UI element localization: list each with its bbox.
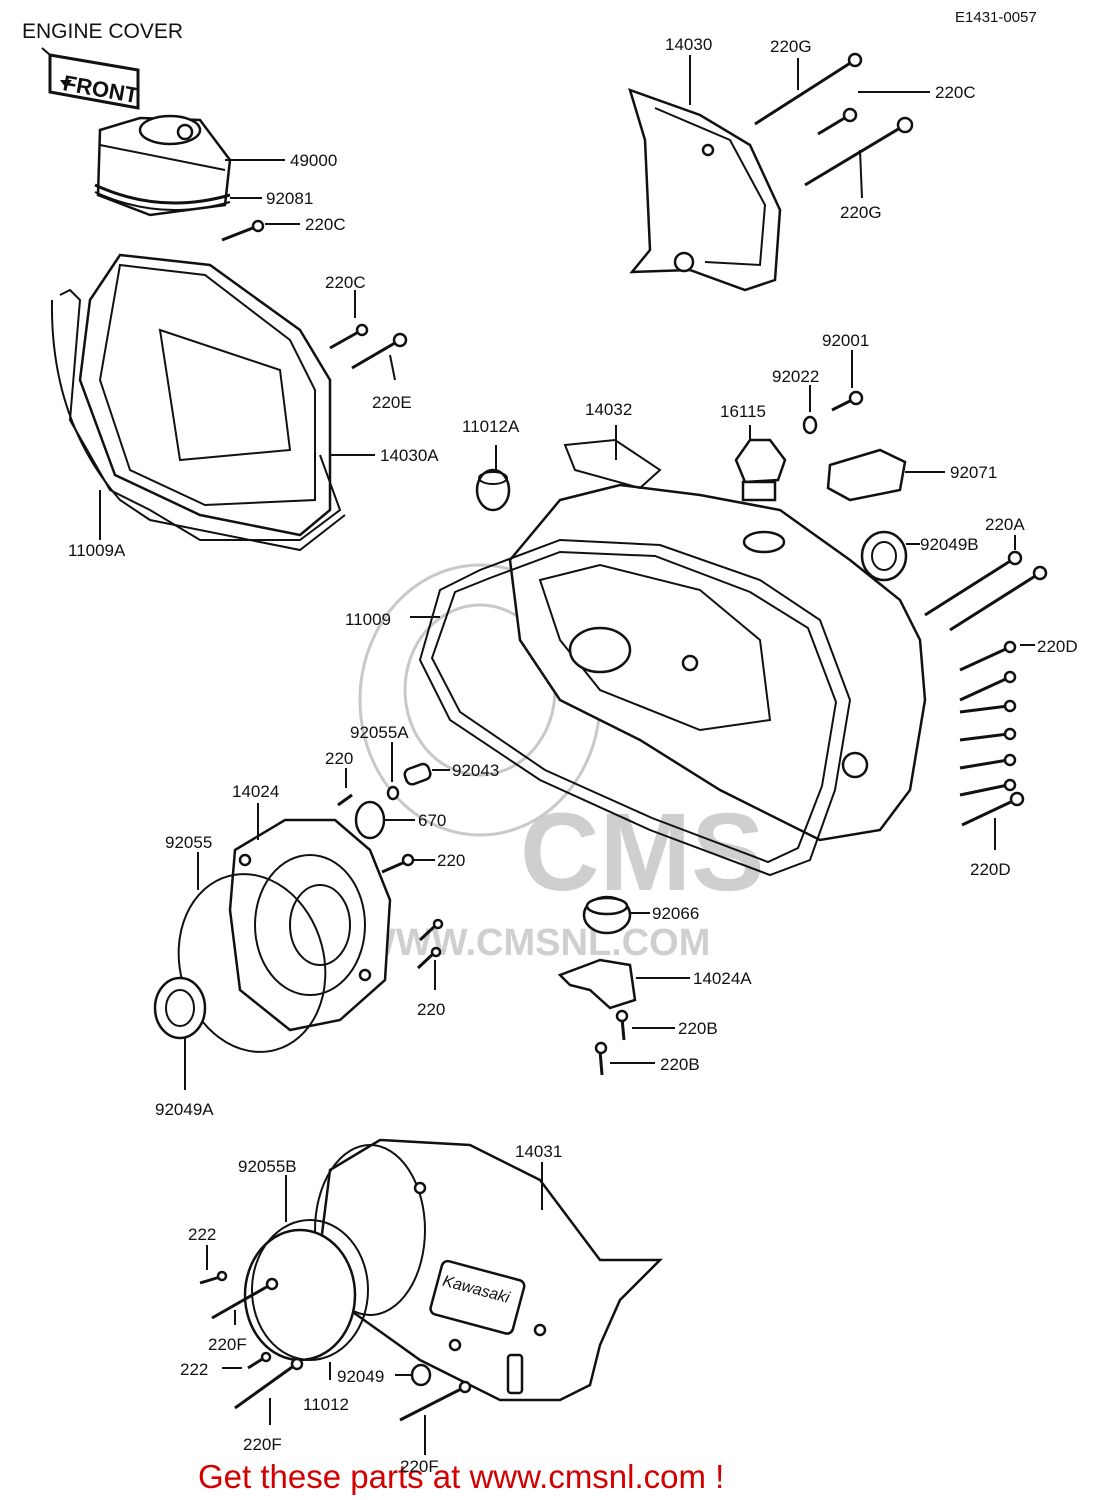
label-92001: 92001 xyxy=(822,331,869,350)
label-220F-c: 220F xyxy=(400,1457,439,1476)
label-92081: 92081 xyxy=(266,189,313,208)
label-92055A: 92055A xyxy=(350,723,409,742)
bolts-220-c xyxy=(416,918,444,970)
label-220-c: 220 xyxy=(417,1000,445,1019)
label-220A: 220A xyxy=(985,515,1025,534)
bolt-92001 xyxy=(831,390,864,412)
breather-box-49000 xyxy=(94,114,232,217)
front-arrow-sign: FRONT xyxy=(41,47,141,110)
label-220F-b: 220F xyxy=(243,1435,282,1454)
watermark-url: WWW.CMSNL.COM xyxy=(360,922,710,964)
bolt-220E xyxy=(351,332,408,370)
label-14030A: 14030A xyxy=(380,446,439,465)
washer-92055A xyxy=(386,785,400,801)
bolt-220F-b xyxy=(234,1357,304,1410)
bolt-220C-b xyxy=(329,323,369,350)
cover-14030A xyxy=(50,253,346,552)
label-220G-mid: 220G xyxy=(840,203,882,222)
bolt-220G-top xyxy=(754,52,863,126)
bolt-220C-top xyxy=(817,107,858,136)
dowel-92043 xyxy=(403,762,432,786)
bracket-92071 xyxy=(826,448,907,502)
bolt-220C xyxy=(221,219,265,242)
label-92043: 92043 xyxy=(452,761,499,780)
watermark: CMS WWW.CMSNL.COM xyxy=(358,563,764,964)
bolts-220A xyxy=(924,550,1048,632)
mount-92066 xyxy=(582,895,632,935)
label-92071: 92071 xyxy=(950,463,997,482)
bolt-220B-b xyxy=(594,1041,608,1076)
label-92049: 92049 xyxy=(337,1367,384,1386)
label-220G-top: 220G xyxy=(770,37,812,56)
bolt-222-b xyxy=(247,1351,272,1370)
bolt-220-a xyxy=(337,793,353,807)
label-220D-bot: 220D xyxy=(970,860,1011,879)
crankcase-cover-14032 xyxy=(418,438,927,877)
label-14031: 14031 xyxy=(515,1142,562,1161)
bolt-220B-a xyxy=(615,1009,629,1041)
label-220C-top: 220C xyxy=(935,83,976,102)
label-49000: 49000 xyxy=(290,151,337,170)
bolt-220G-mid xyxy=(804,116,914,187)
bolt-220-b xyxy=(381,853,415,874)
bolts-220D xyxy=(959,640,1025,827)
label-220C-a: 220C xyxy=(305,215,346,234)
label-92055B: 92055B xyxy=(238,1157,297,1176)
bolt-220F-c xyxy=(399,1380,472,1422)
label-92055: 92055 xyxy=(165,833,212,852)
seal-92049 xyxy=(410,1363,432,1387)
label-222-b: 222 xyxy=(180,1360,208,1379)
label-220B-b: 220B xyxy=(660,1055,700,1074)
label-11009A: 11009A xyxy=(68,541,126,560)
label-220C-b: 220C xyxy=(325,273,366,292)
label-92066: 92066 xyxy=(652,904,699,923)
cap-11012 xyxy=(243,1219,369,1362)
label-14024A: 14024A xyxy=(693,969,752,988)
sprocket-cover-14030 xyxy=(628,87,782,292)
filler-cap-16115 xyxy=(734,438,787,502)
label-220E: 220E xyxy=(372,393,412,412)
plug-11012A xyxy=(475,468,511,512)
label-11009: 11009 xyxy=(345,610,391,629)
label-14032: 14032 xyxy=(585,400,632,419)
label-670: 670 xyxy=(418,811,446,830)
label-92049B: 92049B xyxy=(920,535,979,554)
arrow-icon xyxy=(60,80,72,88)
label-11012: 11012 xyxy=(303,1395,349,1414)
label-220B-a: 220B xyxy=(678,1019,718,1038)
label-92049A: 92049A xyxy=(155,1100,214,1119)
label-14030: 14030 xyxy=(665,35,712,54)
label-16115: 16115 xyxy=(720,402,766,421)
label-220-a: 220 xyxy=(325,749,353,768)
label-222-a: 222 xyxy=(188,1225,216,1244)
bolt-222-a xyxy=(199,1270,228,1285)
label-220F-a: 220F xyxy=(208,1335,247,1354)
oring-670 xyxy=(354,800,386,840)
diagram-code: E1431-0057 xyxy=(955,9,1037,26)
page-title: ENGINE COVER xyxy=(22,20,183,43)
clutch-cover-14024 xyxy=(228,818,392,1032)
outer-cover-14031: Kawasaki xyxy=(314,1138,664,1402)
label-14024: 14024 xyxy=(232,782,279,801)
label-220D-top: 220D xyxy=(1037,637,1078,656)
washer-92022 xyxy=(802,415,818,435)
bolt-220F-a xyxy=(211,1277,279,1320)
seal-92049A xyxy=(153,976,207,1040)
bracket-14024A xyxy=(557,958,637,1010)
label-220-b: 220 xyxy=(437,851,465,870)
label-92022: 92022 xyxy=(772,367,819,386)
seal-92049B xyxy=(860,530,908,582)
watermark-brand: CMS xyxy=(520,791,764,914)
cta-text[interactable]: Get these parts at www.cmsnl.com ! xyxy=(198,1458,724,1495)
label-11012A: 11012A xyxy=(462,417,520,436)
